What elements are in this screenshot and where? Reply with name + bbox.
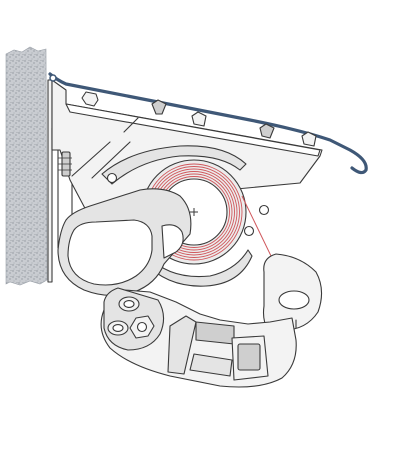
fabric-guide-pin-lower [243, 225, 255, 237]
arm-cam-inner [67, 219, 153, 286]
front-profile-slot [278, 290, 310, 310]
roller-holder [101, 145, 247, 185]
arm-link [167, 315, 197, 375]
roller-bracket-lower [143, 249, 253, 287]
mounting-bracket [47, 79, 53, 283]
cover-clips [81, 91, 317, 147]
fabric-guide-pin [258, 204, 270, 216]
wall [5, 46, 48, 286]
top-profile-inner [65, 103, 321, 157]
arm-bar-lower [189, 353, 233, 377]
elbow-bolts [107, 296, 155, 339]
arm-endcap-window [237, 343, 261, 371]
cover-hinge [49, 74, 57, 82]
fabric-line [241, 195, 273, 259]
arm-bar-upper [195, 321, 235, 345]
housing-rib [71, 117, 139, 179]
arm-cam-hole [161, 224, 184, 259]
front-cover-profile [48, 72, 368, 175]
holder-pin [106, 172, 118, 184]
